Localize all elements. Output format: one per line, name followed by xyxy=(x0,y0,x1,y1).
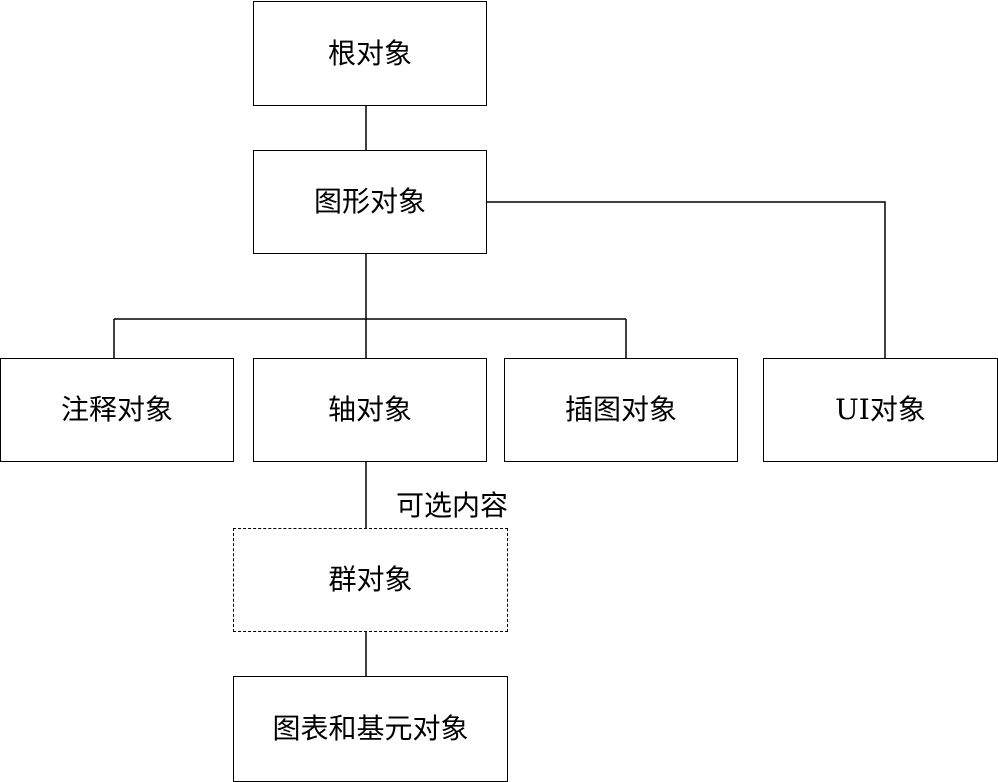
root-object-node: 根对象 xyxy=(253,1,487,106)
graphics-object-label: 图形对象 xyxy=(313,185,426,218)
ui-object-node: UI对象 xyxy=(763,358,998,462)
chart-primitives-object-node: 图表和基元对象 xyxy=(233,676,508,782)
axes-object-node: 轴对象 xyxy=(253,358,487,462)
group-object-node: 群对象 xyxy=(233,528,508,632)
group-object-label: 群对象 xyxy=(328,563,413,596)
optional-content-annotation: 可选内容 xyxy=(396,489,509,522)
graphics-object-node: 图形对象 xyxy=(253,150,487,254)
ui-object-label: UI对象 xyxy=(835,393,926,426)
illustration-object-node: 插图对象 xyxy=(504,358,738,462)
root-object-label: 根对象 xyxy=(327,36,412,70)
axes-object-label: 轴对象 xyxy=(327,393,412,426)
annotation-object-label: 注释对象 xyxy=(60,393,173,426)
annotation-object-node: 注释对象 xyxy=(0,358,234,462)
connector-graphics-ui xyxy=(487,201,886,358)
illustration-object-label: 插图对象 xyxy=(564,393,677,426)
chart-primitives-object-label: 图表和基元对象 xyxy=(272,712,469,745)
